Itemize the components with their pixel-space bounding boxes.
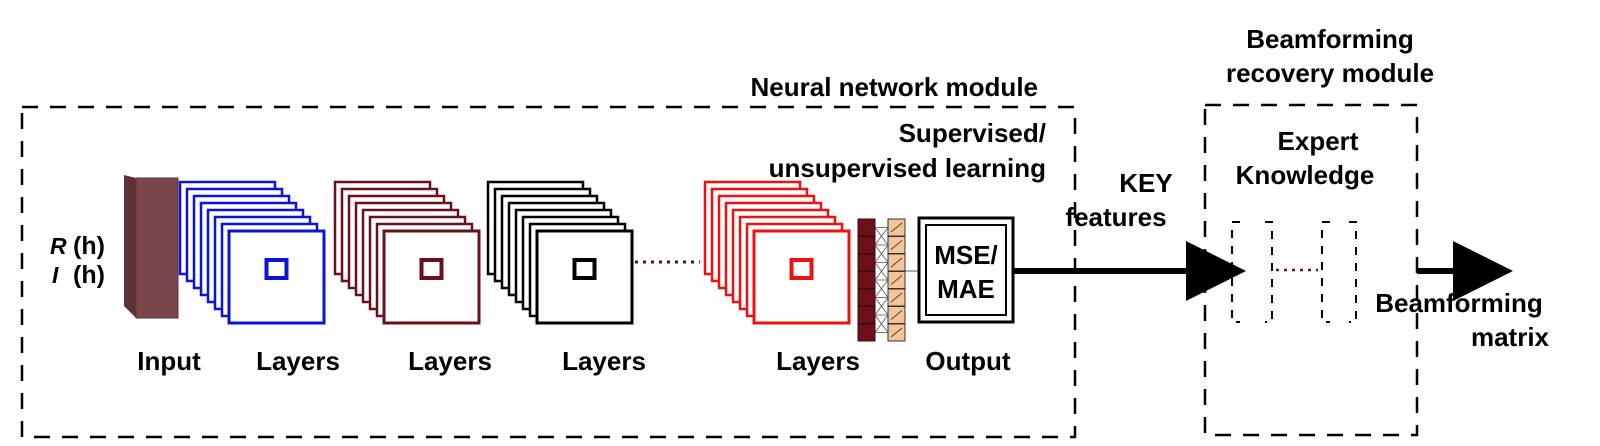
layer-stacks (178, 180, 851, 325)
recovery-title-line1: Beamforming (1246, 24, 1414, 54)
dense-node-dark (857, 218, 876, 237)
input-r-arg: (h) (73, 232, 105, 260)
layer-stack-red (703, 180, 851, 325)
kernel-square (572, 258, 597, 280)
result-line2: matrix (1471, 322, 1550, 352)
dense-node-dark (857, 306, 876, 324)
output-box-line1: MSE/ (934, 240, 998, 270)
activation-mark (890, 327, 903, 338)
layer-label-4: Layers (776, 346, 860, 376)
activation-mark (890, 292, 903, 303)
neural-module-title: Neural network module (751, 72, 1039, 102)
dense-connection (874, 279, 889, 298)
layer-label-3: Layers (562, 346, 646, 376)
activation-mark (890, 310, 903, 320)
input-block (124, 175, 179, 319)
activation-mark (890, 275, 903, 285)
dense-connection (874, 297, 889, 316)
expert-line2: Knowledge (1236, 160, 1375, 190)
layer-stack-black (486, 180, 634, 325)
kernel-square (419, 258, 444, 280)
input-label: Input (137, 346, 201, 376)
layer-front-map (535, 229, 634, 325)
dense-connection (874, 314, 889, 333)
dense-node-dark (857, 288, 876, 307)
kernel-square (789, 258, 814, 280)
key-features-line2: features (1065, 202, 1166, 232)
layer-label-2: Layers (408, 346, 492, 376)
input-i-symbol: I (52, 262, 59, 288)
key-features-line1: KEY (1119, 168, 1172, 198)
dense-node-dark (857, 271, 876, 289)
recovery-bracket-left (1231, 221, 1273, 323)
dense-connection (874, 227, 889, 246)
dense-node-dark (857, 236, 876, 254)
input-r-symbol: R (50, 233, 67, 259)
dense-connection (874, 262, 889, 281)
dense-node-dark (857, 253, 876, 272)
layer-stack-maroon (333, 180, 481, 325)
output-box-line2: MAE (937, 274, 995, 304)
recovery-title-line2: recovery module (1226, 58, 1434, 88)
activation-mark (890, 257, 903, 268)
learning-label-line2: unsupervised learning (769, 153, 1046, 183)
activation-mark (890, 222, 903, 233)
dense-connection (874, 244, 889, 263)
learning-label-line1: Supervised/ (899, 118, 1046, 148)
input-block-front (135, 177, 179, 319)
kernel-square (264, 258, 289, 280)
activation-mark (890, 240, 903, 250)
dense-node-dark (857, 323, 876, 342)
output-box: MSE/ MAE (917, 216, 1015, 324)
output-label: Output (925, 346, 1011, 376)
layer-label-1: Layers (256, 346, 340, 376)
expert-line1: Expert (1278, 126, 1359, 156)
result-line1: Beamforming (1375, 288, 1543, 318)
input-block-side (124, 175, 136, 318)
recovery-bracket-right (1321, 221, 1357, 323)
dense-layers (857, 218, 919, 342)
output-box-inner (925, 224, 1007, 316)
layer-stack-blue (178, 180, 326, 325)
input-i-arg: (h) (73, 261, 105, 289)
